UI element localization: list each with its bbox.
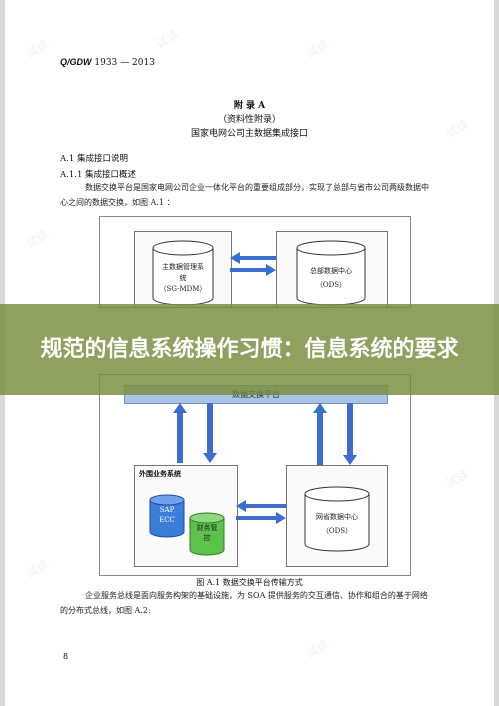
watermark: 试读 bbox=[23, 36, 52, 61]
watermark: 试读 bbox=[153, 26, 182, 51]
provincial-datacenter-box: 网省数据中心 （ODS） bbox=[286, 465, 388, 567]
paragraph-2-line-1: 企业服务总线是面向服务构架的基础设施，为 SOA 提供服务的交互通信、协作和组合… bbox=[85, 591, 428, 600]
hq-dc-label-1: 总部数据中心 bbox=[310, 267, 352, 275]
sap-label-1: SAP bbox=[159, 506, 175, 514]
figure-caption: 图 A.1 数据交换平台传输方式 bbox=[196, 578, 303, 587]
bidirectional-arrow-icon bbox=[230, 252, 276, 276]
paragraph-1-line-2: 心之间的数据交换，如图 A.1 ： bbox=[60, 198, 175, 207]
mdm-label-1: 主数据管理系 bbox=[162, 263, 204, 271]
database-icon bbox=[304, 486, 370, 552]
sap-cylinder: SAP ECC bbox=[149, 494, 185, 538]
database-icon bbox=[152, 240, 214, 306]
banner-title: 规范的信息系统操作习惯：信息系统的要求 bbox=[40, 336, 459, 362]
prov-dc-cylinder: 网省数据中心 （ODS） bbox=[303, 486, 371, 552]
database-icon bbox=[189, 512, 225, 556]
prov-dc-label-1: 网省数据中心 bbox=[316, 513, 358, 521]
watermark: 试读 bbox=[443, 466, 472, 491]
section-a1-heading: A.1 集成接口说明 bbox=[60, 154, 128, 164]
vertical-arrows-right-icon bbox=[313, 403, 357, 465]
page-number: 8 bbox=[63, 652, 69, 661]
prov-dc-label-2: （ODS） bbox=[321, 527, 353, 535]
mdm-box: 主数据管理系 统 （SG-MDM） bbox=[134, 231, 232, 308]
hq-dc-cylinder: 总部数据中心 （ODS） bbox=[295, 240, 367, 306]
finance-label-2: 控 bbox=[203, 534, 211, 542]
title-banner: 规范的信息系统操作习惯：信息系统的要求 bbox=[0, 304, 499, 395]
annex-heading: 附 录 A bbox=[233, 101, 266, 111]
finance-label-1: 财务管 bbox=[196, 524, 218, 532]
external-systems-box: 外围业务系统 SAP ECC 财务管 控 bbox=[134, 465, 238, 567]
annex-type: （资料性附录） bbox=[217, 115, 281, 125]
standard-code: Q/GDW 1933 — 2013 bbox=[60, 57, 155, 68]
mdm-label-2: 统 bbox=[179, 274, 187, 282]
vertical-arrows-left-icon bbox=[173, 403, 217, 463]
watermark: 试读 bbox=[303, 36, 332, 61]
finance-cylinder: 财务管 控 bbox=[189, 512, 225, 556]
bidirectional-arrow-icon bbox=[236, 500, 286, 524]
sap-label-2: ECC bbox=[159, 516, 175, 524]
standard-number: 1933 — 2013 bbox=[94, 58, 155, 68]
database-icon bbox=[149, 494, 185, 538]
hq-dc-label-2: （ODS） bbox=[315, 281, 347, 289]
mdm-label-3: （SG-MDM） bbox=[159, 285, 207, 293]
watermark: 试读 bbox=[23, 226, 52, 251]
hq-datacenter-box: 总部数据中心 （ODS） bbox=[276, 231, 388, 308]
paragraph-1-line-1: 数据交换平台是国家电网公司企业一体化平台的重要组成部分，实现了总部与省市公司两级… bbox=[85, 183, 429, 192]
diagram-frame-bottom: 数据交换平台 外围业务系统 SAP ECC bbox=[99, 374, 411, 576]
standard-code-prefix: Q/GDW bbox=[60, 57, 92, 67]
external-systems-label: 外围业务系统 bbox=[139, 469, 181, 478]
diagram-frame-top: 主数据管理系 统 （SG-MDM） 总部数据中心 （ODS） bbox=[99, 216, 411, 308]
annex-title: 国家电网公司主数据集成接口 bbox=[190, 129, 308, 139]
database-icon bbox=[296, 240, 366, 306]
mdm-cylinder: 主数据管理系 统 （SG-MDM） bbox=[151, 240, 215, 306]
paragraph-2-line-2: 的分布式总线，如图 A.2: bbox=[60, 606, 151, 615]
watermark: 试读 bbox=[303, 636, 332, 661]
section-a11-heading: A.1.1 集成接口概述 bbox=[60, 170, 137, 180]
